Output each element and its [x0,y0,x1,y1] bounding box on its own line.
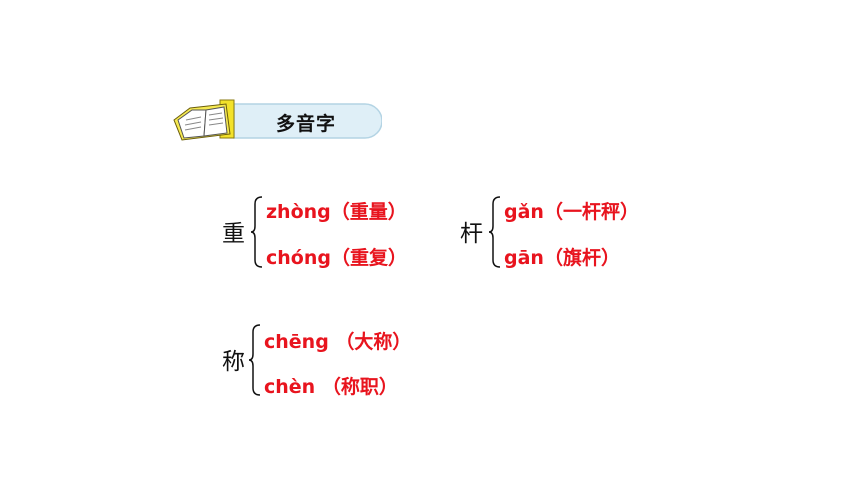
group-character: 重 [222,221,245,247]
reading-item: chēng （大称） [264,331,412,353]
polyphone-group-cheng: 称 chēng （大称） chèn （称职） [222,320,462,400]
reading-item: gān（旗杆） [504,247,620,269]
brace-icon [248,324,261,396]
brace-icon [488,196,501,268]
polyphone-group-gan: 杆 gǎn（一杆秤） gān（旗杆） [460,192,680,272]
page-title: 多音字 [276,113,337,135]
header-bar [173,99,382,141]
reading-item: chóng（重复） [266,247,407,269]
polyphone-group-zhong: 重 zhòng（重量） chóng（重复） [222,192,442,272]
reading-item: zhòng（重量） [266,201,407,223]
reading-item: gǎn（一杆秤） [504,201,639,223]
open-book-icon [173,99,235,141]
reading-item: chèn （称职） [264,376,398,398]
group-character: 杆 [460,221,483,247]
section-header: 多音字 [172,98,382,144]
group-character: 称 [222,349,245,375]
brace-icon [250,196,263,268]
